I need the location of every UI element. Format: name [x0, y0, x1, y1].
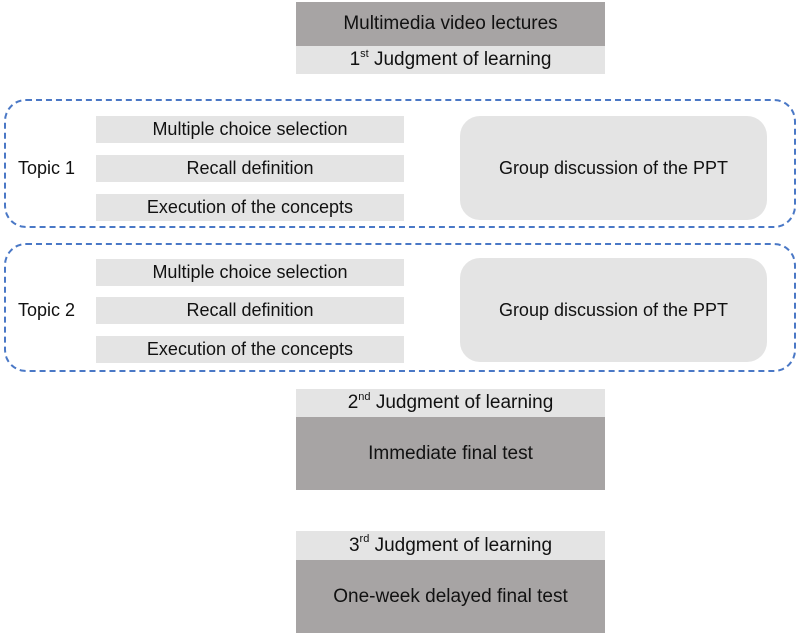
- jol-3-label: 3rd Judgment of learning: [348, 533, 553, 556]
- multimedia-lectures-box: Multimedia video lectures: [296, 2, 605, 46]
- delayed-test-box: One-week delayed final test: [296, 560, 605, 633]
- multimedia-lectures-label: Multimedia video lectures: [343, 13, 558, 34]
- delayed-test-label: One-week delayed final test: [333, 585, 568, 607]
- jol-2-label: 2nd Judgment of learning: [347, 390, 554, 413]
- topic-2-discussion-box: Group discussion of the PPT: [460, 258, 767, 362]
- topic-2-label: Topic 2: [18, 300, 76, 320]
- jol-3-box: 3rd Judgment of learning: [296, 531, 605, 560]
- jol-2-box: 2nd Judgment of learning: [296, 389, 605, 417]
- topic-2-task-recall: Recall definition: [96, 297, 404, 324]
- jol-1-label: 1st Judgment of learning: [349, 47, 552, 70]
- immediate-test-box: Immediate final test: [296, 417, 605, 490]
- topic-1-task-multiple-choice: Multiple choice selection: [96, 116, 404, 143]
- topic-1-task-execution: Execution of the concepts: [96, 194, 404, 221]
- topic-2-group: [4, 243, 796, 372]
- topic-2-task-multiple-choice: Multiple choice selection: [96, 259, 404, 286]
- topic-1-label: Topic 1: [18, 158, 76, 178]
- immediate-test-label: Immediate final test: [368, 442, 533, 464]
- topic-1-discussion-box: Group discussion of the PPT: [460, 116, 767, 220]
- jol-1-box: 1st Judgment of learning: [296, 46, 605, 74]
- topic-1-group: [4, 99, 796, 228]
- topic-2-task-execution: Execution of the concepts: [96, 336, 404, 363]
- topic-1-task-recall: Recall definition: [96, 155, 404, 182]
